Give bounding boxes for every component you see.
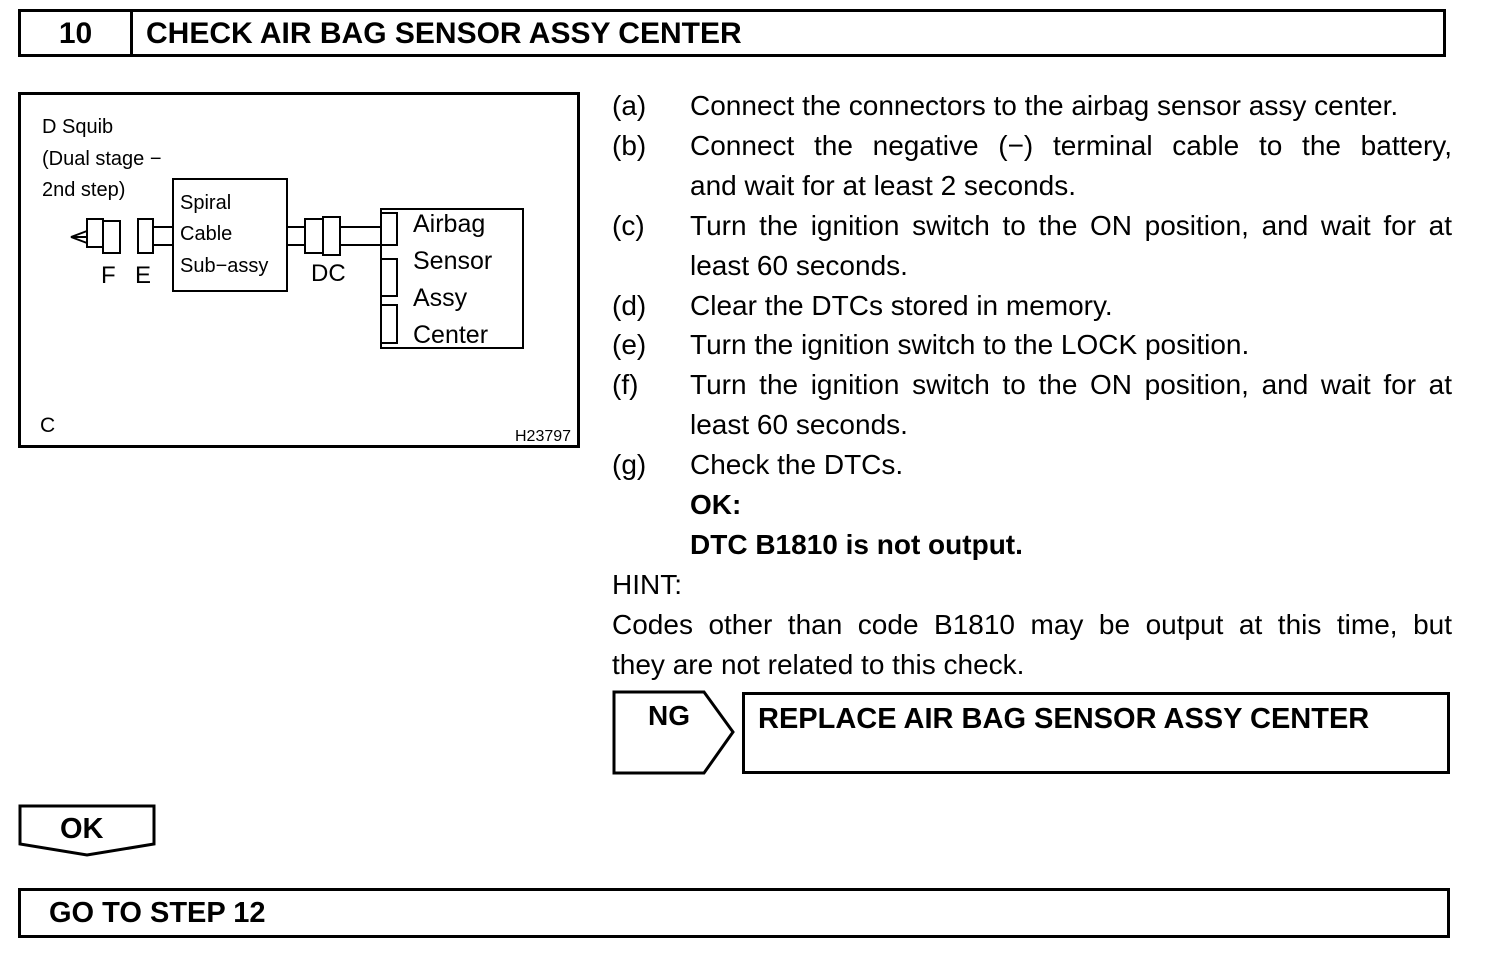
airbag-sensor-box: [380, 208, 524, 349]
ok-condition-text: DTC B1810 is not output.: [690, 529, 1023, 560]
sensor-pin-1: [380, 212, 398, 246]
procedure-letter: (f): [612, 369, 639, 400]
spiral-label-line2: Cable: [180, 223, 232, 245]
hint-line-2: they are not related to this check.: [612, 649, 1025, 680]
procedure-text: Turn the ignition switch to the ON posit…: [690, 210, 1452, 241]
sensor-label-line4: Center: [413, 321, 488, 349]
figure-corner-label: C: [40, 414, 55, 437]
wiring-diagram-svg: D Squib (Dual stage − 2nd step) F E Spir…: [40, 116, 571, 445]
figure-id: H23797: [515, 428, 571, 445]
procedure-text: Turn the ignition switch to the LOCK pos…: [690, 329, 1250, 360]
ng-result-text: REPLACE AIR BAG SENSOR ASSY CENTER: [758, 703, 1370, 735]
step-number: 10: [21, 12, 133, 54]
squib-label-line2: (Dual stage −: [42, 148, 162, 170]
procedure-letter: (c): [612, 210, 645, 241]
squib-label-line3: 2nd step): [42, 179, 125, 201]
procedure-letter: (e): [612, 329, 647, 360]
procedure-text: least 60 seconds.: [690, 250, 908, 281]
procedure-text: Clear the DTCs stored in memory.: [690, 290, 1113, 321]
goto-step-box: GO TO STEP 12: [18, 888, 1450, 938]
connector-e-label: E: [135, 262, 151, 289]
squib-symbol: [70, 218, 121, 254]
connector-e: [137, 218, 173, 254]
ok-arrow: [18, 804, 156, 857]
ng-label: NG: [648, 700, 690, 731]
procedure-letter: (a): [612, 90, 647, 121]
sensor-pin-2: [380, 258, 398, 297]
sensor-label-line3: Assy: [413, 284, 468, 312]
sensor-pin-3: [380, 304, 398, 344]
goto-step-text: GO TO STEP 12: [49, 897, 266, 929]
hint-label: HINT:: [612, 569, 682, 600]
ok-branch-label: OK: [60, 813, 104, 845]
ok-label-text: OK:: [690, 489, 742, 520]
connector-dc-label: DC: [311, 260, 346, 287]
spiral-label-line1: Spiral: [180, 192, 231, 214]
procedure-letter: (b): [612, 130, 647, 161]
step-header: 10 CHECK AIR BAG SENSOR ASSY CENTER: [18, 9, 1446, 57]
connector-dc: [287, 216, 381, 256]
procedure-text: least 60 seconds.: [690, 409, 908, 440]
wiring-diagram: D Squib (Dual stage − 2nd step) F E Spir…: [18, 92, 580, 448]
ng-arrow: [612, 690, 735, 775]
procedure-text: Turn the ignition switch to the ON posit…: [690, 369, 1452, 400]
squib-label-line1: D Squib: [42, 116, 113, 138]
spiral-cable-box: [172, 178, 288, 292]
procedure-text: Connect the connectors to the airbag sen…: [690, 90, 1399, 121]
sensor-label-line2: Sensor: [413, 247, 492, 275]
sensor-label-line1: Airbag: [413, 210, 485, 238]
procedure-text: Connect the negative (−) terminal cable …: [690, 130, 1452, 161]
procedure-text: and wait for at least 2 seconds.: [690, 170, 1076, 201]
spiral-label-line3: Sub−assy: [180, 255, 268, 277]
ng-result-box: REPLACE AIR BAG SENSOR ASSY CENTER: [742, 692, 1450, 774]
connector-f-label: F: [101, 262, 116, 289]
procedure-letter: (g): [612, 449, 647, 480]
procedure-letter: (d): [612, 290, 647, 321]
procedure-text: Check the DTCs.: [690, 449, 904, 480]
step-title: CHECK AIR BAG SENSOR ASSY CENTER: [146, 17, 742, 50]
hint-line-1: Codes other than code B1810 may be outpu…: [612, 609, 1452, 640]
